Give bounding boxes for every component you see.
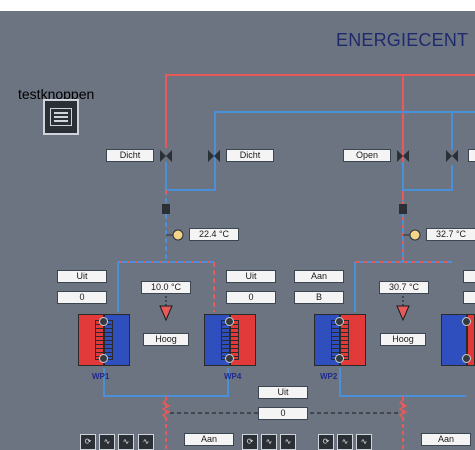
- chart-icon[interactable]: ∿: [280, 434, 296, 450]
- wp2-value[interactable]: B: [294, 291, 344, 304]
- temperature-1: 22.4 °C: [189, 228, 239, 241]
- wp1-label: WP1: [92, 372, 110, 381]
- wp2-status[interactable]: Aan: [294, 270, 344, 283]
- heat-pump-wp1[interactable]: [78, 314, 130, 366]
- test-buttons-button[interactable]: [43, 99, 79, 135]
- bottom-status-1[interactable]: Aan: [184, 433, 234, 446]
- heat-pump-wp4[interactable]: [204, 314, 256, 366]
- wp1-value[interactable]: 0: [57, 291, 107, 304]
- wp4-status[interactable]: Uit: [226, 270, 276, 283]
- temperature-3: 10.0 °C: [141, 281, 191, 294]
- bottom-status-2[interactable]: Aan: [421, 433, 471, 446]
- mode-1[interactable]: Hoog: [143, 333, 189, 346]
- chart-icon[interactable]: ∿: [356, 434, 372, 450]
- wp2-label: WP2: [320, 372, 338, 381]
- temperature-2: 32.7 °C: [426, 228, 475, 241]
- heat-pump-wp3[interactable]: [441, 314, 475, 366]
- valve-icon[interactable]: [160, 150, 458, 162]
- mode-2[interactable]: Hoog: [380, 333, 426, 346]
- wp4-label: WP4: [224, 372, 242, 381]
- center-status[interactable]: Uit: [258, 386, 308, 399]
- chart-icon[interactable]: ∿: [261, 434, 277, 450]
- chart-icon[interactable]: ∿: [118, 434, 134, 450]
- refresh-icon[interactable]: ⟳: [242, 434, 258, 450]
- heat-pump-wp2[interactable]: [314, 314, 366, 366]
- page-title: ENERGIECENT: [336, 30, 469, 50]
- valve-4-status[interactable]: [468, 149, 475, 162]
- wp4-value[interactable]: 0: [226, 291, 276, 304]
- top-bar: [0, 0, 475, 11]
- refresh-icon[interactable]: ⟳: [318, 434, 334, 450]
- list-icon: [50, 108, 72, 126]
- test-buttons-label: testknoppen: [18, 86, 95, 102]
- center-value[interactable]: 0: [258, 407, 308, 420]
- refresh-icon[interactable]: ⟳: [80, 434, 96, 450]
- chart-icon[interactable]: ∿: [99, 434, 115, 450]
- temperature-4: 30.7 °C: [379, 281, 429, 294]
- wp1-status[interactable]: Uit: [57, 270, 107, 283]
- chart-icon[interactable]: ∿: [337, 434, 353, 450]
- valve-1-status[interactable]: Dicht: [106, 149, 154, 162]
- wp3-status[interactable]: [463, 270, 475, 283]
- valve-2-status[interactable]: Dicht: [226, 149, 274, 162]
- valve-3-status[interactable]: Open: [343, 149, 391, 162]
- chart-icon[interactable]: ∿: [138, 434, 154, 450]
- wp3-value[interactable]: [463, 291, 475, 304]
